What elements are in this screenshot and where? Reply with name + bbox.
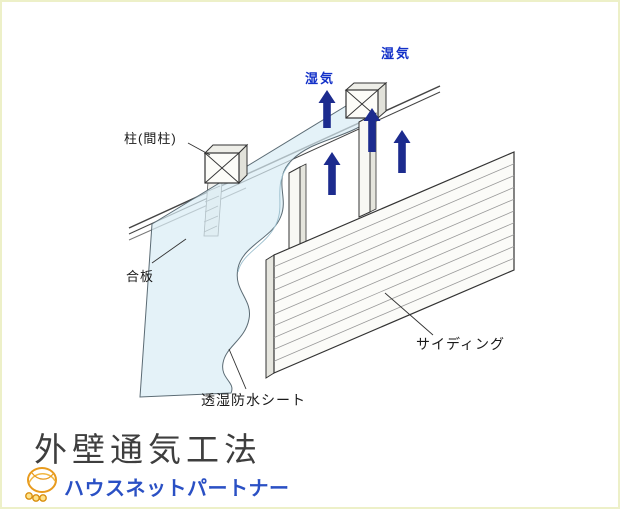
company-logo-icon [25, 467, 57, 502]
pointer-lines [151, 142, 434, 390]
stud-section-box-left [203, 143, 249, 185]
siding-panel [265, 151, 515, 379]
sheet-label: 透湿防水シート [201, 392, 306, 408]
waterproof-sheet [139, 94, 380, 398]
pointer-pillar [187, 142, 211, 156]
company-brand-name: ハウスネットパートナー [64, 478, 290, 500]
siding-label: サイディング [416, 336, 506, 352]
pointer-plywood [151, 238, 187, 264]
method-title: 外壁通気工法 [34, 433, 262, 469]
stud-section-box-right [344, 81, 388, 120]
moisture-arrow-icon [318, 90, 336, 128]
plywood-label: 合板 [126, 269, 155, 284]
pillar-label: 柱(間柱) [124, 131, 177, 146]
moisture-arrow-icon [393, 130, 411, 173]
moisture-arrow-icon [323, 152, 341, 195]
pointer-siding [384, 292, 434, 336]
moisture-arrows [318, 90, 411, 195]
furring-strip-left [288, 163, 307, 255]
moisture-label-mid: 湿気 [381, 46, 412, 61]
siding-board-joints [273, 163, 515, 362]
waterproof-sheet-shape [139, 94, 380, 398]
moisture-arrow-icon [363, 108, 381, 152]
pointer-sheet [228, 348, 247, 390]
moisture-label-top: 湿気 [305, 71, 336, 86]
